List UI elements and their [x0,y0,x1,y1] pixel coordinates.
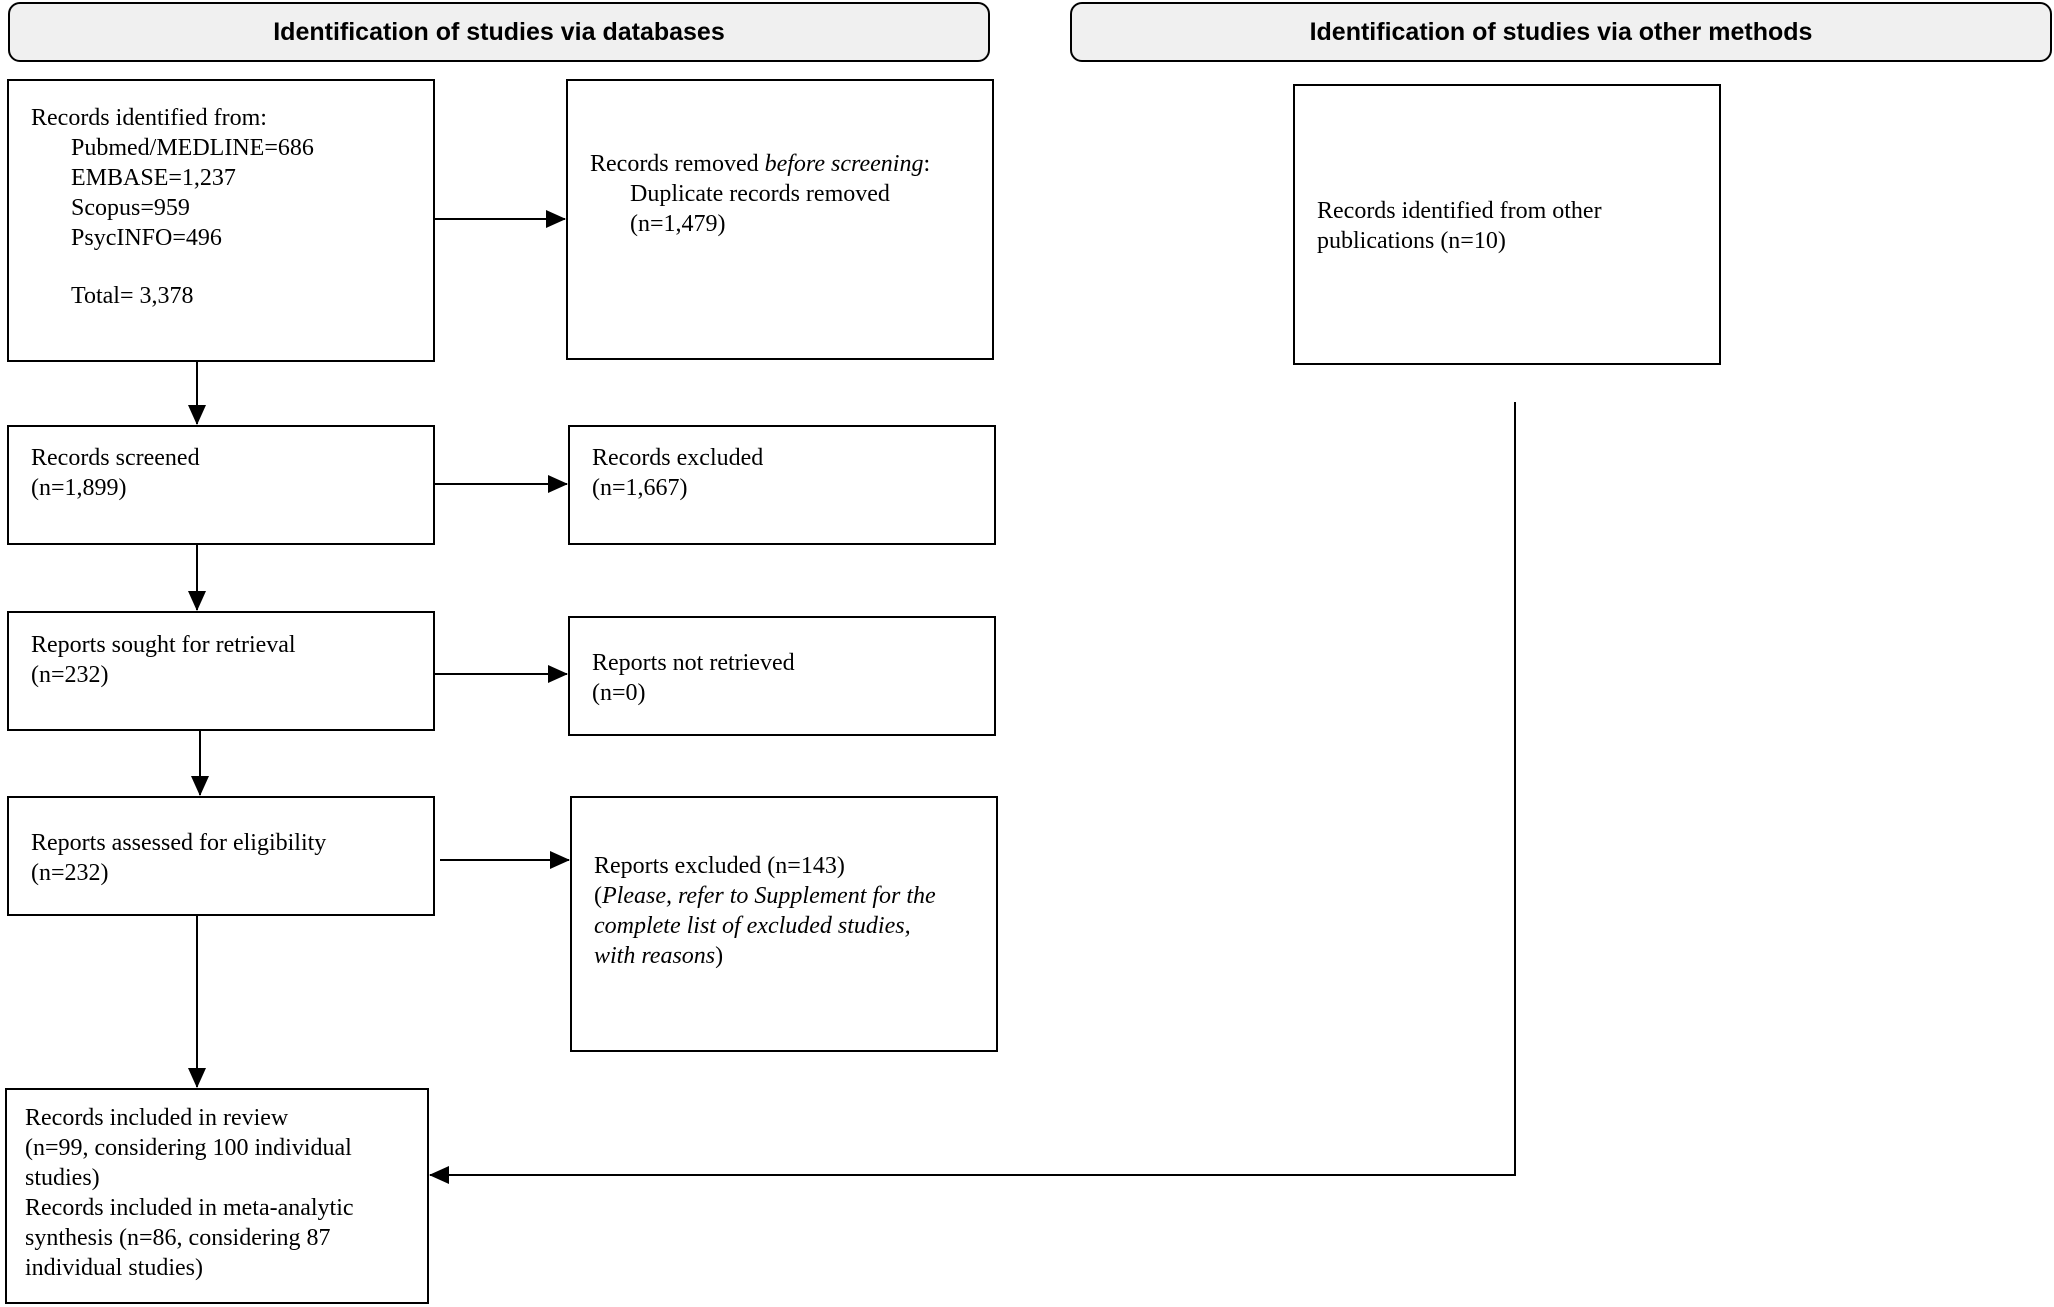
reports-sought-count: (n=232) [31,662,109,688]
reports-assessed-label: Reports assessed for eligibility [31,830,327,856]
duplicates-removed-label: Duplicate records removed [630,181,890,207]
psycinfo-count: PsycINFO=496 [71,225,222,251]
included-meta-count-cont: individual studies) [25,1255,203,1281]
reports-excluded-note-1: (Please, refer to Supplement for the [594,883,936,909]
embase-count: EMBASE=1,237 [71,165,236,191]
records-removed-title: Records removed before screening: [590,151,931,177]
duplicates-removed-count: (n=1,479) [630,211,726,237]
reports-not-retrieved-count: (n=0) [592,680,646,706]
reports-sought-label: Reports sought for retrieval [31,632,296,658]
header-other-methods-label: Identification of studies via other meth… [1309,17,1813,46]
included-meta-count: synthesis (n=86, considering 87 [25,1225,331,1251]
header-databases-label: Identification of studies via databases [273,17,725,46]
other-records-count: publications (n=10) [1317,228,1506,254]
records-excluded-count: (n=1,667) [592,475,688,501]
scopus-count: Scopus=959 [71,195,190,221]
pubmed-count: Pubmed/MEDLINE=686 [71,135,314,161]
reports-not-retrieved-box: Reports not retrieved (n=0) [568,616,996,736]
reports-excluded-note-3: with reasons) [594,943,724,969]
other-records-box: Records identified from other publicatio… [1293,84,1721,365]
included-review-count: (n=99, considering 100 individual [25,1135,352,1161]
records-excluded-box: Records excluded (n=1,667) [568,425,996,545]
other-records-label: Records identified from other [1317,198,1602,224]
included-review-label: Records included in review [25,1105,289,1131]
header-other-methods: Identification of studies via other meth… [1070,2,2052,62]
reports-excluded-label: Reports excluded (n=143) [594,853,845,879]
reports-assessed-box: Reports assessed for eligibility (n=232) [7,796,435,916]
records-removed-box: Records removed before screening: Duplic… [566,79,994,360]
reports-excluded-box: Reports excluded (n=143) (Please, refer … [570,796,998,1052]
header-databases: Identification of studies via databases [8,2,990,62]
reports-assessed-count: (n=232) [31,860,109,886]
records-screened-count: (n=1,899) [31,475,127,501]
before-screening-italic: before screening [764,151,924,177]
reports-not-retrieved-label: Reports not retrieved [592,650,795,676]
records-screened-label: Records screened [31,445,200,471]
arrow-other-to-included [429,402,1516,1184]
records-screened-box: Records screened (n=1,899) [7,425,435,545]
included-review-count-cont: studies) [25,1165,100,1191]
records-excluded-label: Records excluded [592,445,764,471]
included-meta-label: Records included in meta-analytic [25,1195,354,1221]
reports-sought-box: Reports sought for retrieval (n=232) [7,611,435,731]
records-included-box: Records included in review (n=99, consid… [5,1088,429,1304]
reports-excluded-note-2: complete list of excluded studies, [594,913,911,939]
total-count: Total= 3,378 [71,283,194,309]
records-identified-title: Records identified from: [31,105,267,131]
records-identified-box: Records identified from: Pubmed/MEDLINE=… [7,79,435,362]
